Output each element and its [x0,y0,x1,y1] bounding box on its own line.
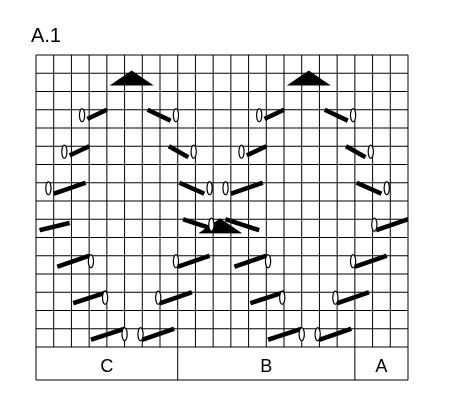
decrease-stitch [249,290,285,306]
decrease-stitch [68,144,91,158]
decrease-stitch [233,253,268,269]
yarn-over-loop [367,144,374,159]
yarn-over-loop [206,181,213,196]
decrease-stitch [323,107,349,123]
chart-title: A.1 [31,25,61,47]
decrease-stitch [141,326,175,342]
decrease-stitch [354,253,388,269]
yarn-over-loop [101,290,109,305]
decrease-stitch [245,144,268,158]
yarn-over-loop [155,290,162,305]
decrease-stitch [318,326,353,342]
decrease-stitch [224,217,260,233]
decrease-stitch [72,290,108,306]
decrease-stitch [86,107,108,121]
bobble-stitch [109,70,154,86]
decrease-stitch [39,220,71,233]
yarn-over-loop [208,217,215,232]
yarn-over-loop [314,327,321,342]
decrease-stitch [344,144,367,160]
section-label-b: B [260,356,272,376]
decrease-stitch [267,326,303,342]
yarn-over-loop [371,217,378,232]
decrease-stitch [56,253,90,269]
yarn-over-loop [87,254,95,269]
section-label-c: C [100,356,113,376]
decrease-stitch [176,253,211,269]
yarn-over-loop [279,290,286,305]
yarn-over-loop [222,181,229,196]
decrease-stitch [159,290,193,306]
yarn-over-loop [264,254,272,269]
yarn-over-loop [172,254,180,269]
yarn-over-loop [190,144,197,159]
decrease-stitch [52,180,87,196]
decrease-stitch [263,107,285,121]
yarn-over-loop [121,327,128,342]
yarn-over-loop [383,181,390,196]
yarn-over-loop [137,327,144,342]
decrease-stitch [90,326,126,342]
yarn-over-loop [349,254,357,269]
yarn-over-loop [78,108,86,123]
decrease-stitch [355,180,383,196]
yarn-over-loop [172,108,180,123]
yarn-over-loop [256,108,263,123]
yarn-over-loop [238,144,245,159]
decrease-stitch [230,180,264,196]
decrease-stitch [167,144,190,160]
decrease-stitch [336,290,370,306]
decrease-stitch [178,180,206,196]
yarn-over-loop [298,327,305,342]
yarn-over-loop [45,181,52,196]
yarn-over-loop [61,144,68,159]
yarn-over-loop [349,108,357,123]
decrease-stitch [375,217,409,233]
bobble-stitch [286,70,331,86]
chart-symbols [39,70,409,342]
section-label-a: A [375,356,387,376]
grid-lines [35,54,409,348]
decrease-stitch [146,107,172,123]
yarn-over-loop [332,290,339,305]
